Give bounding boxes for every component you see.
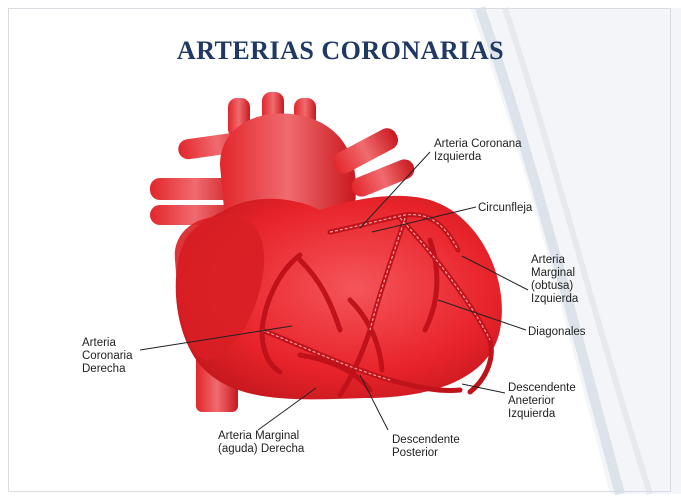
label-arteria-marginal-derecha: Arteria Marginal (aguda) Derecha xyxy=(218,430,304,456)
label-arteria-marginal-izquierda: Arteria Marginal (obtusa) Izquierda xyxy=(531,254,578,306)
label-circunfleja: Circunfleja xyxy=(478,202,532,215)
label-descendente-anterior-izquierda: Descendente Aneterior Izquierda xyxy=(508,382,576,421)
label-arteria-coronaria-izquierda: Arteria Coronana Izquierda xyxy=(434,138,522,164)
label-descendente-posterior: Descendente Posterior xyxy=(392,434,460,460)
label-diagonales: Diagonales xyxy=(528,326,586,339)
label-arteria-coronaria-derecha: Arteria Coronaria Derecha xyxy=(82,337,133,376)
